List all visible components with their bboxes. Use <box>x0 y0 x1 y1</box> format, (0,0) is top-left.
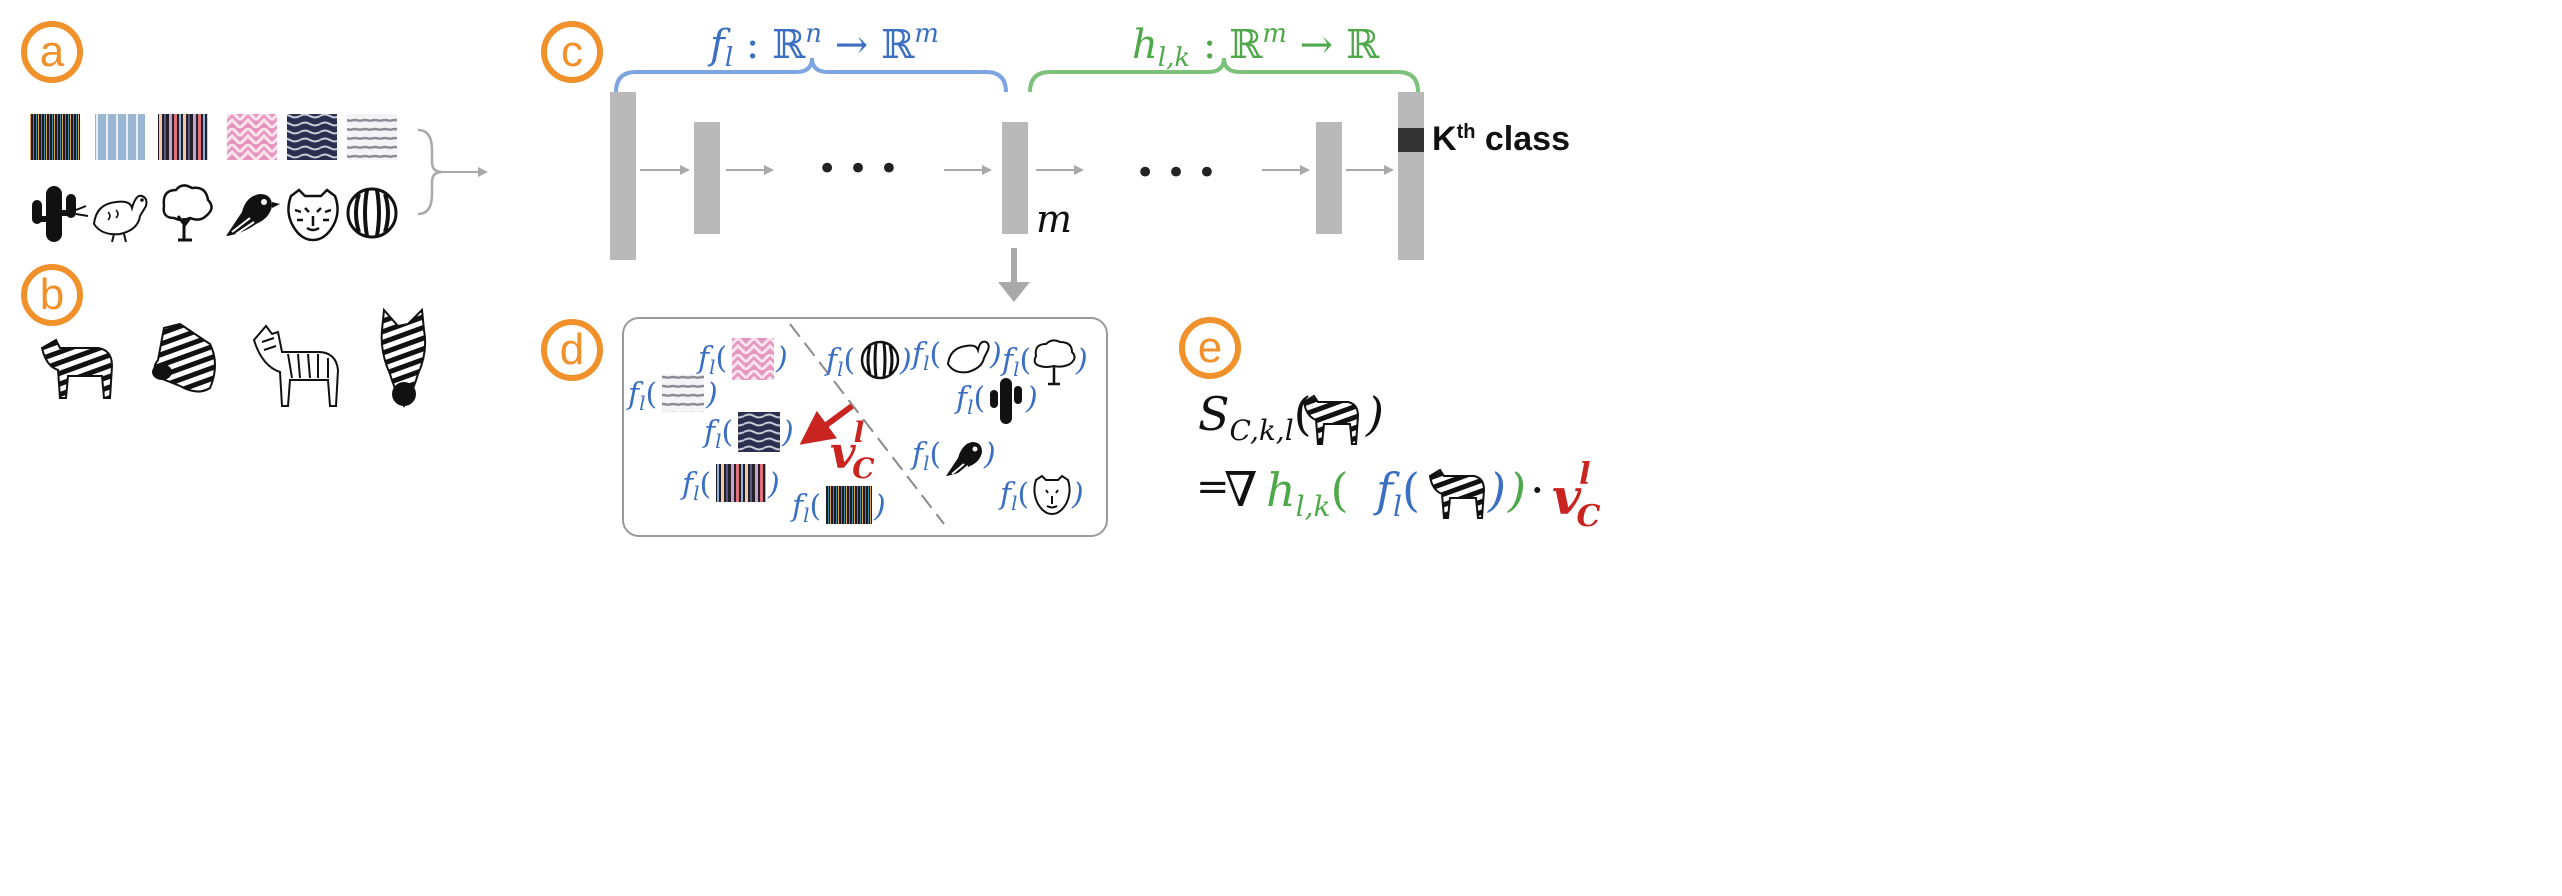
hidden-layer-last <box>1316 122 1342 234</box>
svg-text:): ) <box>781 415 794 450</box>
hidden-layer-1 <box>694 122 720 234</box>
svg-text:): ) <box>983 437 996 472</box>
h-mapping-label: hl,k : ℝm → ℝ <box>1132 19 1380 73</box>
svg-text:): ) <box>705 377 718 412</box>
random-activation-dodo: fl( ) <box>910 337 1002 375</box>
svg-text:): ) <box>1075 343 1088 378</box>
svg-text:): ) <box>1025 381 1038 416</box>
texture-pink-zigzag <box>227 114 277 160</box>
texture-dark-vertical-stripes <box>30 114 80 160</box>
hidden-layer-m <box>1002 122 1028 234</box>
panel-b <box>40 307 427 408</box>
kth-class-label: Kth class <box>1432 120 1570 158</box>
zebra-outline-icon <box>252 324 340 407</box>
texture-blue-vertical-stripes <box>95 114 145 160</box>
texture-multicolor-stripes <box>158 114 208 160</box>
f-mapping-label: fl : ℝn → ℝm <box>707 19 939 73</box>
svg-text:): ) <box>873 489 886 524</box>
f-function: fl( <box>1373 463 1420 523</box>
panel-d-badge: d <box>541 319 603 381</box>
panel-e-badge: e <box>1179 317 1241 379</box>
kth-class-unit <box>1398 128 1424 152</box>
down-arrow-head <box>998 282 1030 302</box>
panel-c-badge: c <box>541 21 603 83</box>
h-close-paren: ) <box>1507 463 1526 517</box>
svg-text:): ) <box>899 343 912 378</box>
concept-activation-gray: fl( ) <box>626 374 718 415</box>
zebra-input-icon <box>1302 394 1360 445</box>
svg-text:): ) <box>775 341 788 376</box>
watermelon-icon <box>346 187 398 239</box>
concept-activation-dark: fl( ) <box>790 486 886 527</box>
texture-navy-wavy-stripes <box>287 114 337 160</box>
panel-a <box>30 114 488 243</box>
panel-b-letter: b <box>40 270 64 319</box>
h-function: hl,k( <box>1266 463 1348 523</box>
random-activation-bird: fl( ) <box>910 437 996 477</box>
sensitivity-lhs: SC,k,l( <box>1198 387 1312 447</box>
tiger-icon <box>287 188 339 242</box>
panel-d-letter: d <box>560 325 584 374</box>
panel-a-letter: a <box>40 27 65 76</box>
zebra-head-icon <box>152 322 216 393</box>
dodo-icon <box>92 194 148 243</box>
panel-a-bracket <box>417 128 443 216</box>
sensitivity-equals: = <box>1196 464 1230 510</box>
cav-arrow <box>799 403 854 445</box>
dot-operator: · <box>1530 463 1545 517</box>
panel-c-letter: c <box>561 27 583 76</box>
f-brace <box>614 57 1008 93</box>
panel-b-badge: b <box>21 264 83 326</box>
bird-icon <box>226 194 280 236</box>
svg-text:): ) <box>1071 477 1084 512</box>
ellipsis-1: • • • <box>817 149 899 189</box>
sensitivity-lhs-close: ) <box>1365 387 1384 441</box>
input-layer <box>610 92 636 260</box>
concept-activation-multicolor: fl( ) <box>680 464 780 505</box>
zebra-input-icon-2 <box>1428 468 1486 519</box>
panel-a-badge: a <box>21 21 83 83</box>
ellipsis-2: • • • <box>1135 153 1217 193</box>
zebra-side-icon <box>40 338 114 399</box>
cactus-icon <box>32 186 89 242</box>
concept-activation-navy: fl( ) <box>702 412 794 453</box>
panel-e-letter: e <box>1198 323 1222 372</box>
tree-icon <box>162 184 213 242</box>
layer-m-label: m <box>1036 197 1072 241</box>
gradient-symbol: ∇ <box>1224 462 1258 518</box>
panel-c: fl : ℝn → ℝm hl,k : ℝm → ℝ • • • • • • m… <box>610 19 1570 302</box>
cav-decision-boundary <box>789 323 945 525</box>
texture-gray-horizontal-stripes <box>347 114 397 160</box>
svg-text:): ) <box>989 337 1002 372</box>
output-layer <box>1398 92 1424 260</box>
svg-text:): ) <box>767 467 780 502</box>
random-activation-watermelon: fl( ) <box>824 340 912 381</box>
zebra-front-icon <box>380 307 427 408</box>
random-activation-tree: fl( ) <box>1000 339 1088 386</box>
f-close-paren: ) <box>1487 463 1506 517</box>
h-brace <box>1028 57 1420 93</box>
